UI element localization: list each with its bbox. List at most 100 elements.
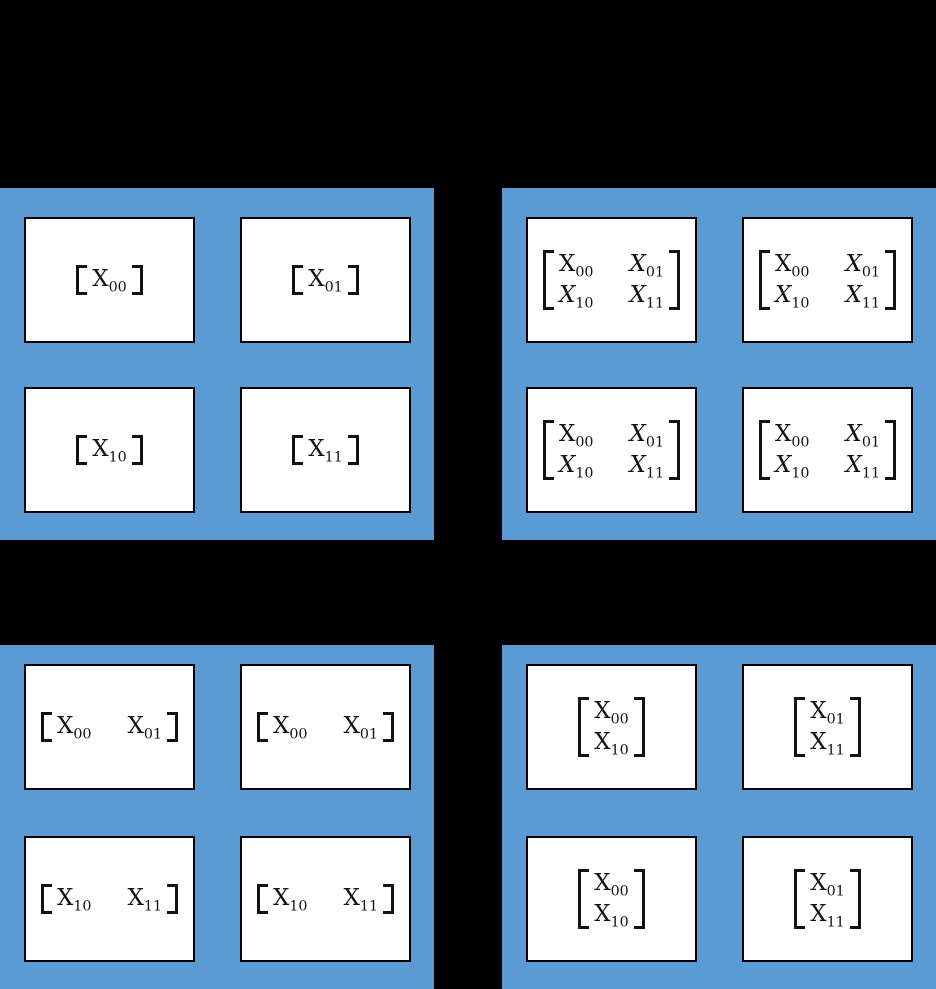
entry-base: X [127, 885, 144, 912]
entry-subscript: 00 [575, 264, 594, 281]
right-bracket [347, 265, 359, 295]
entry-subscript: 10 [610, 914, 629, 931]
left-bracket [794, 697, 806, 757]
left-bracket [256, 712, 268, 742]
right-bracket [383, 712, 395, 742]
entry-subscript: 11 [645, 465, 665, 482]
entry-base: X [56, 713, 74, 740]
processor-box: X11 [240, 387, 411, 513]
right-bracket [633, 869, 645, 929]
processor-box: X01 [240, 217, 411, 343]
left-bracket [758, 420, 770, 480]
right-bracket [669, 250, 681, 310]
matrix-entry: X10 [558, 451, 594, 482]
left-bracket [578, 697, 590, 757]
entry-base: X [558, 451, 576, 478]
matrix-entry: X11 [810, 729, 845, 757]
entry-subscript: 11 [324, 449, 343, 466]
entry-subscript: 11 [645, 295, 665, 312]
entry-base: X [308, 436, 325, 463]
right-bracket [347, 435, 359, 465]
entry-subscript: 01 [645, 434, 665, 451]
entry-subscript: 10 [108, 449, 127, 466]
entry-subscript: 10 [610, 742, 629, 759]
entry-subscript: 01 [143, 726, 163, 743]
right-bracket [131, 435, 143, 465]
entry-base: X [594, 728, 611, 755]
matrix-cells: X10 [87, 435, 132, 466]
entry-subscript: 10 [791, 295, 810, 312]
matrix-entry: X11 [629, 281, 665, 312]
entry-subscript: 01 [826, 711, 845, 728]
left-bracket [542, 250, 554, 310]
matrix-entry: X11 [308, 436, 343, 465]
left-bracket [758, 250, 770, 310]
entry-base: X [810, 698, 827, 725]
entry-base: X [92, 436, 109, 463]
matrix-cells: X01 [303, 265, 348, 295]
entry-base: X [629, 281, 646, 308]
entry-subscript: 10 [575, 295, 594, 312]
entry-subscript: 01 [359, 726, 379, 743]
matrix: X11 [292, 435, 359, 465]
matrix-entry: X10 [775, 282, 810, 312]
left-bracket [76, 265, 88, 295]
matrix-entry: X01 [845, 421, 881, 450]
matrix-entry: X00 [594, 698, 629, 727]
entry-subscript: 00 [73, 726, 92, 743]
matrix-entry: X00 [559, 422, 594, 450]
entry-base: X [127, 713, 144, 740]
entry-base: X [272, 885, 290, 912]
matrix-entry: X11 [127, 885, 163, 914]
matrix-entry: X10 [56, 885, 92, 914]
right-bracket [633, 697, 645, 757]
entry-subscript: 00 [791, 264, 810, 281]
entry-base: X [629, 251, 646, 278]
right-bracket [167, 884, 179, 914]
left-bracket [76, 435, 88, 465]
matrix-entry: X01 [630, 422, 665, 450]
entry-base: X [845, 451, 862, 478]
matrix-entry: X11 [630, 452, 665, 482]
matrix-entry: X01 [127, 713, 163, 742]
matrix-entry: X11 [810, 901, 845, 931]
matrix-entry: X01 [810, 871, 845, 899]
entry-subscript: 11 [826, 914, 845, 931]
entry-subscript: 10 [575, 465, 594, 482]
entry-base: X [308, 266, 325, 293]
right-bracket [131, 265, 143, 295]
entry-base: X [56, 885, 74, 912]
left-bracket [40, 884, 52, 914]
matrix-entry: X01 [846, 252, 881, 280]
left-bracket [292, 265, 304, 295]
right-bracket [669, 420, 681, 480]
entry-subscript: 10 [289, 898, 308, 915]
entry-subscript: 00 [610, 883, 629, 900]
entry-subscript: 10 [73, 898, 92, 915]
right-bracket [849, 869, 861, 929]
entry-base: X [92, 266, 109, 293]
entry-base: X [845, 421, 862, 448]
right-bracket [885, 250, 897, 310]
left-bracket [542, 420, 554, 480]
matrix-entry: X01 [629, 251, 665, 280]
entry-base: X [594, 698, 611, 725]
